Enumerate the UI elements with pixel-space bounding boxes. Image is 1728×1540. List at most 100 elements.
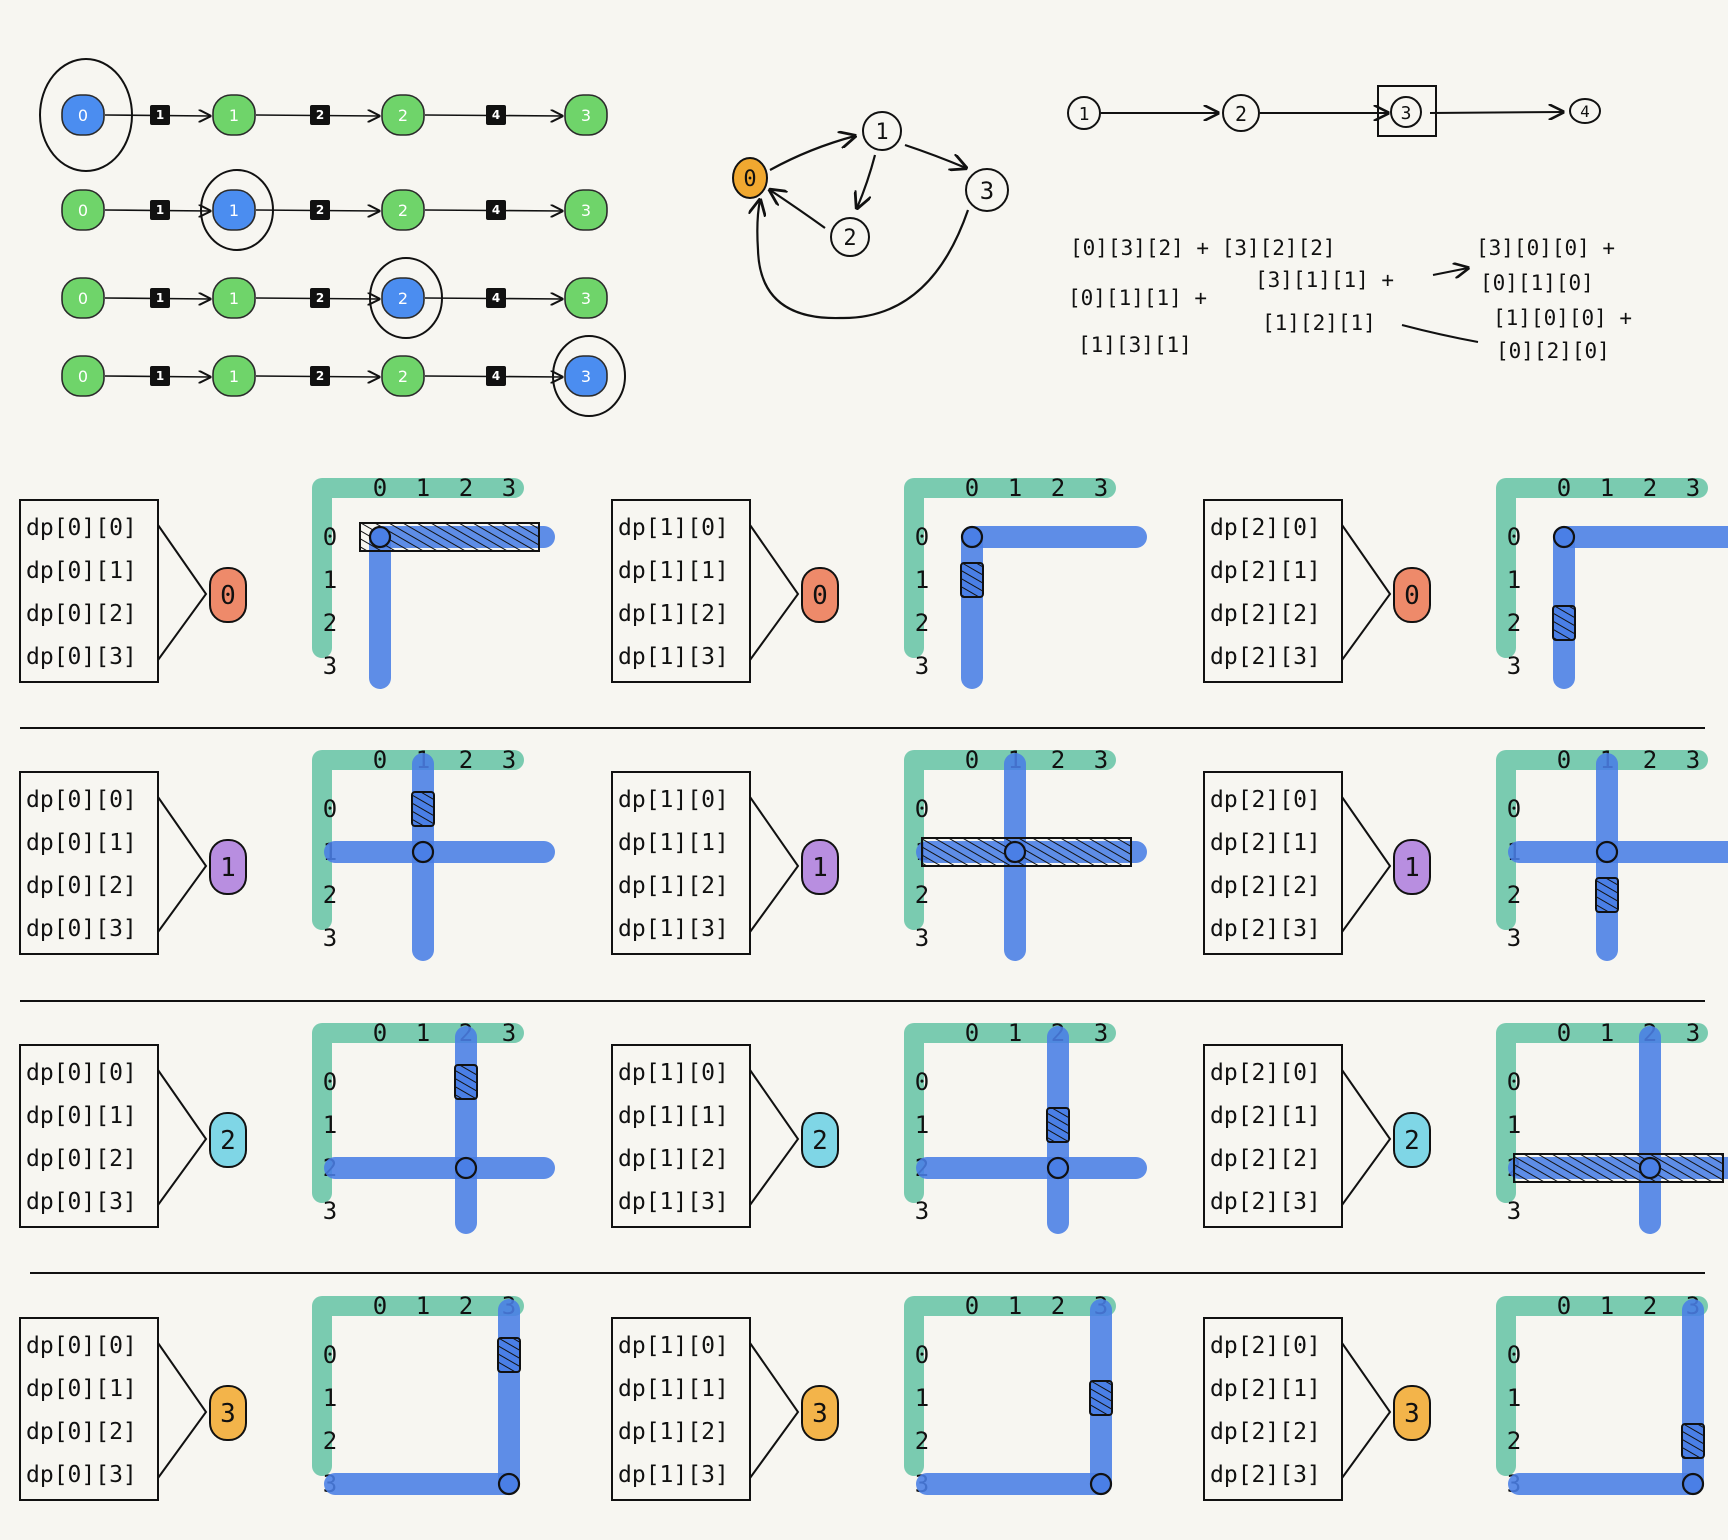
chain-node-label: 0 — [78, 289, 88, 308]
k-badge-label: 2 — [812, 1126, 828, 1156]
weight-label: 4 — [492, 108, 500, 122]
dp-entry: dp[1][0] — [618, 787, 729, 813]
dp-entry: dp[2][1] — [1210, 1103, 1321, 1129]
kk-marker — [1552, 525, 1576, 549]
weight-box — [486, 366, 506, 386]
k-badge-label: 3 — [1404, 1399, 1420, 1429]
graph-node-3 — [965, 168, 1009, 212]
weight-label: 2 — [316, 369, 324, 383]
chain-node — [381, 94, 425, 136]
dp-list-box — [19, 499, 159, 683]
graph-node-0-label: 0 — [743, 167, 756, 192]
dp-entry: dp[1][0] — [618, 1060, 729, 1086]
kk-marker — [1638, 1156, 1662, 1180]
dp-entry: dp[2][3] — [1210, 916, 1321, 942]
chain-node — [381, 355, 425, 397]
dp-entry: dp[1][3] — [618, 644, 729, 670]
dp-bracket — [157, 1069, 208, 1206]
dp-entry: dp[2][2] — [1210, 1419, 1321, 1445]
dp-bracket — [157, 524, 208, 661]
chain-node-label: 3 — [581, 201, 591, 220]
active-node-circle — [200, 169, 274, 251]
formula-arrow — [1432, 268, 1468, 275]
k-badge-label: 3 — [812, 1399, 828, 1429]
path-node-3 — [1390, 96, 1422, 128]
matrix-col-label: 2 — [1051, 1292, 1065, 1320]
weight-box — [310, 105, 330, 125]
dp-entry: dp[0][1] — [26, 830, 137, 856]
panel-k2-i2: dp[2][0]dp[2][1]dp[2][2]dp[2][3]20011223… — [1203, 1019, 1728, 1234]
chain-node — [212, 277, 256, 319]
weight-label: 1 — [156, 369, 164, 383]
weight-label: 2 — [316, 291, 324, 305]
matrix-col-label: 1 — [1600, 1292, 1614, 1320]
matrix-row-label: 2 — [915, 609, 929, 637]
matrix-col-label: 3 — [1686, 1019, 1700, 1047]
matrix-row-label: 2 — [1507, 1427, 1521, 1455]
matrix-axis-band — [1496, 750, 1708, 930]
dp-entry: dp[2][1] — [1210, 1376, 1321, 1402]
matrix-axis-band — [904, 478, 1116, 658]
chain-node-label: 1 — [229, 367, 239, 386]
chain-node — [381, 189, 425, 231]
dp-entry: dp[2][2] — [1210, 1146, 1321, 1172]
matrix-col-label: 0 — [965, 1292, 979, 1320]
matrix-row-label: 0 — [323, 1068, 337, 1096]
weight-label: 1 — [156, 291, 164, 305]
matrix-col-label: 0 — [1557, 1292, 1571, 1320]
weight-label: 2 — [316, 108, 324, 122]
matrix-row-label: 3 — [1507, 1197, 1521, 1225]
formula-3b: [1][2][1] — [1262, 311, 1376, 335]
dp-entry: dp[2][2] — [1210, 873, 1321, 899]
path-node-1-label: 1 — [1079, 104, 1090, 125]
chain-node-label: 0 — [78, 106, 88, 125]
dp-entry: dp[1][1] — [618, 1103, 729, 1129]
matrix-axis-band — [904, 1023, 1116, 1203]
dp-bracket — [1341, 796, 1392, 933]
matrix-col-label: 3 — [1686, 746, 1700, 774]
k-badge-label: 1 — [220, 853, 236, 883]
matrix-col-label: 3 — [1094, 474, 1108, 502]
dp-ik-cell-hatch — [961, 563, 983, 597]
formula-5a: [1][0][0] + — [1493, 306, 1632, 330]
row-separators — [20, 727, 1705, 1274]
dp-list-box — [19, 1044, 159, 1228]
matrix-row-label: 3 — [915, 924, 929, 952]
dp-entry: dp[2][0] — [1210, 787, 1321, 813]
edge-1-3 — [904, 143, 966, 168]
matrix-row-label: 1 — [915, 1111, 929, 1139]
dp-entry: dp[0][0] — [26, 787, 137, 813]
edge-1-2 — [857, 154, 877, 208]
path-node-3-label: 3 — [1401, 103, 1412, 124]
chain-node-active — [61, 94, 105, 136]
chain-node — [564, 94, 608, 136]
graph-diagram: 0 1 2 3 — [732, 111, 1009, 320]
matrix-row-label: 0 — [323, 1341, 337, 1369]
weight-box — [150, 105, 170, 125]
matrix-row-label: 0 — [1507, 523, 1521, 551]
dp-bracket — [157, 796, 208, 933]
kk-marker — [1595, 840, 1619, 864]
k-badge-label: 3 — [220, 1399, 236, 1429]
matrix-row-label: 2 — [915, 881, 929, 909]
matrix-axis-band — [312, 1023, 524, 1203]
row-i-highlight — [1513, 1153, 1724, 1183]
chain-node-label: 3 — [581, 289, 591, 308]
dp-entry: dp[0][2] — [26, 1146, 137, 1172]
dp-list-box — [611, 499, 751, 683]
panel-k3-i2: dp[2][0]dp[2][1]dp[2][2]dp[2][3]30011223… — [1203, 1292, 1708, 1501]
matrix-row-label: 0 — [323, 795, 337, 823]
chain-node-label: 1 — [229, 289, 239, 308]
dp-entry: dp[1][3] — [618, 916, 729, 942]
kk-marker — [454, 1156, 478, 1180]
chain-node-active — [212, 189, 256, 231]
panel-k1-i1: dp[1][0]dp[1][1]dp[1][2]dp[1][3]10011223… — [611, 746, 1147, 961]
matrix-col-label: 3 — [502, 474, 516, 502]
weight-box — [150, 288, 170, 308]
k-badge-label: 0 — [812, 581, 828, 611]
dp-list-box — [611, 1044, 751, 1228]
